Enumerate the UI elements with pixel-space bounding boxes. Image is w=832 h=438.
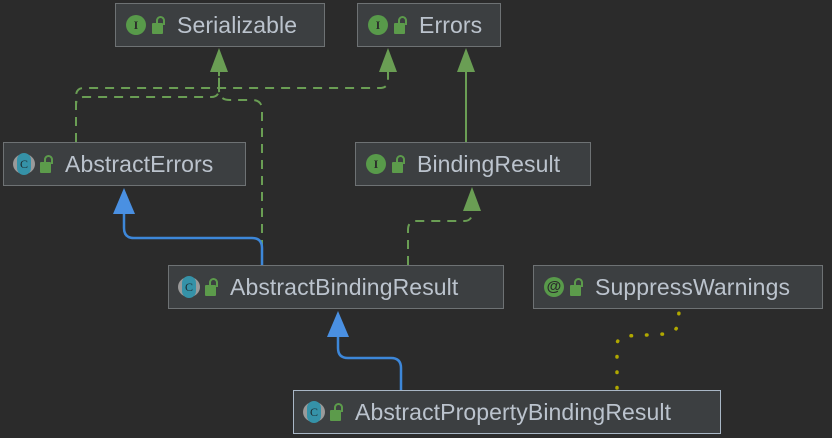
node-label: BindingResult <box>417 151 561 177</box>
interface-icon: I <box>365 153 387 175</box>
abstract-class-icon: C <box>303 401 325 423</box>
unlocked-padlock-icon <box>570 278 586 296</box>
node-abstract-binding-result[interactable]: C AbstractBindingResult <box>168 265 504 309</box>
arrowhead-to-serializable <box>210 48 228 72</box>
edge-abstract-errors-implements-errors <box>75 72 389 142</box>
abstract-class-icon: C <box>13 153 35 175</box>
node-abstract-property-binding-result[interactable]: C AbstractPropertyBindingResult <box>293 390 721 434</box>
arrowhead-to-errors-left <box>379 48 397 72</box>
arrowhead-to-abstract-binding-result <box>327 311 349 337</box>
unlocked-padlock-icon <box>152 16 168 34</box>
node-label: Serializable <box>177 12 298 38</box>
node-abstract-errors[interactable]: C AbstractErrors <box>3 142 246 186</box>
node-label: AbstractErrors <box>65 151 214 177</box>
node-suppress-warnings[interactable]: @ SuppressWarnings <box>533 265 823 309</box>
abstract-class-icon: C <box>178 276 200 298</box>
edge-abstract-binding-result-implements-binding-result <box>407 211 473 265</box>
node-binding-result[interactable]: I BindingResult <box>355 142 591 186</box>
extends-arrowheads <box>113 188 349 337</box>
unlocked-padlock-icon <box>40 155 56 173</box>
interface-icon: I <box>367 14 389 36</box>
unlocked-padlock-icon <box>394 16 410 34</box>
node-errors[interactable]: I Errors <box>357 3 501 47</box>
node-serializable[interactable]: I Serializable <box>115 3 325 47</box>
edge-abstract-errors-implements-serializable <box>75 72 220 142</box>
unlocked-padlock-icon <box>392 155 408 173</box>
edge-abstract-binding-result-extends-abstract-errors <box>122 214 264 265</box>
unlocked-padlock-icon <box>330 403 346 421</box>
unlocked-padlock-icon <box>205 278 221 296</box>
annotation-icon: @ <box>543 276 565 298</box>
edge-abstract-property-binding-result-annotated-suppress-warnings <box>615 310 681 390</box>
interface-icon: I <box>125 14 147 36</box>
node-label: AbstractBindingResult <box>230 274 459 300</box>
arrowhead-to-errors-right <box>457 48 475 72</box>
edge-abstract-property-binding-result-extends-abstract-binding-result <box>336 337 403 390</box>
implements-arrowheads <box>210 48 481 211</box>
arrowhead-to-abstract-errors <box>113 188 135 214</box>
arrowhead-to-binding-result <box>463 187 481 211</box>
node-label: AbstractPropertyBindingResult <box>355 399 672 425</box>
node-label: SuppressWarnings <box>595 274 791 300</box>
node-label: Errors <box>419 12 483 38</box>
